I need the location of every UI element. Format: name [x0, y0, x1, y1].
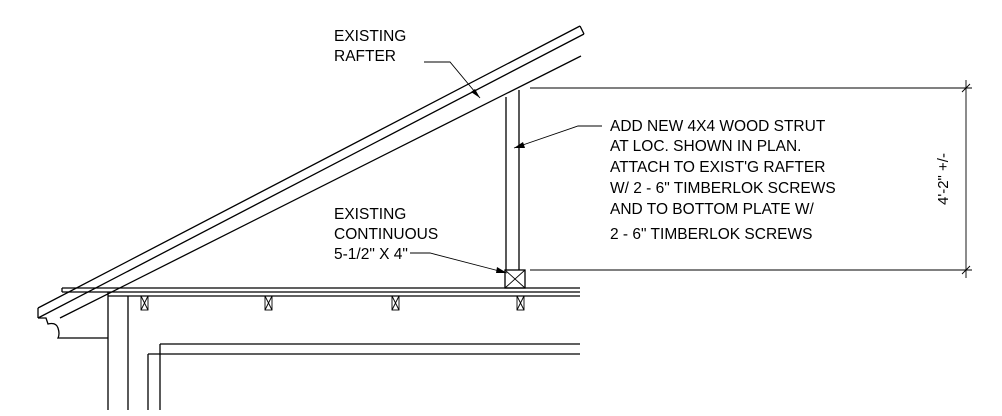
existing-rafter-label: EXISTING RAFTER [334, 28, 411, 65]
dimension-line [961, 80, 971, 278]
wall-and-ceiling-framing [61, 287, 580, 410]
joist-block [140, 295, 149, 311]
ceiling-joists [140, 295, 525, 311]
strut-note-leader [513, 125, 602, 149]
rafter-leader [424, 61, 481, 99]
joist-block [264, 295, 273, 311]
eave-fascia [38, 317, 108, 339]
bottom-plate [504, 269, 526, 289]
existing-rafter [37, 25, 585, 319]
strut-note: ADD NEW 4X4 WOOD STRUT AT LOC. SHOWN IN … [610, 118, 840, 243]
dimension-text: 4'-2" +/- [935, 153, 952, 205]
existing-plate-label: EXISTING CONTINUOUS 5-1/2" X 4" [334, 206, 443, 263]
extension-lines [530, 87, 972, 271]
new-wood-strut [505, 90, 520, 270]
joist-block [391, 295, 400, 311]
joist-block [516, 295, 525, 311]
plate-leader [410, 252, 508, 274]
